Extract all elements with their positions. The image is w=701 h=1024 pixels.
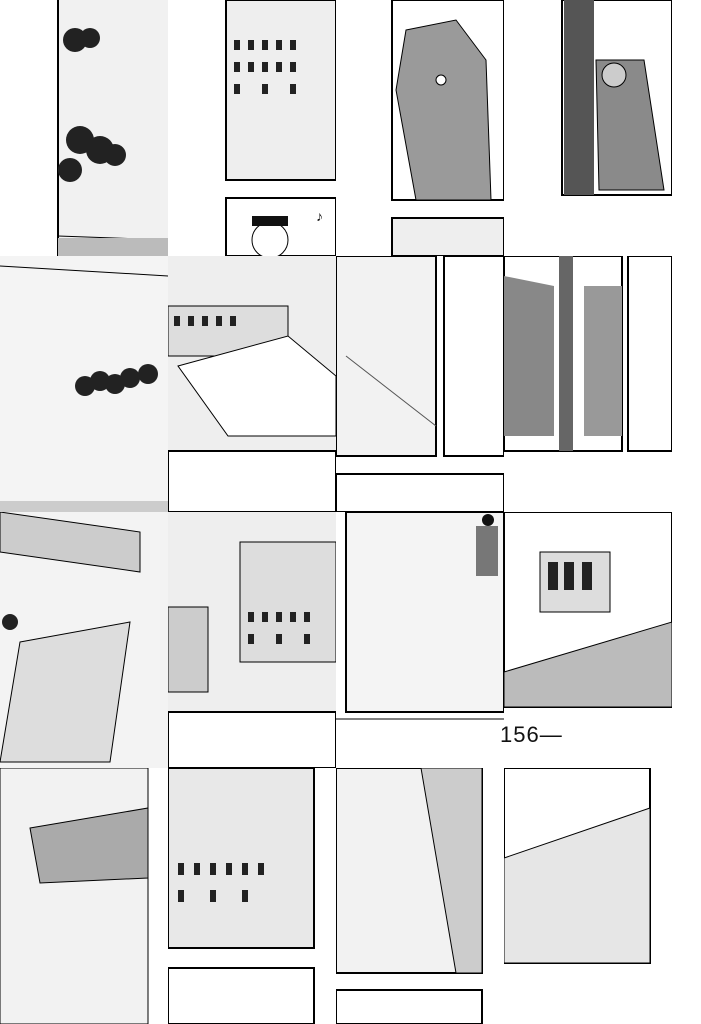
panel-tile-floor (336, 256, 504, 512)
panel-tile-window (504, 0, 672, 256)
panel-tile-building (168, 0, 336, 256)
panel-tile-building-2 (168, 768, 336, 1024)
panel-tile-trees-field (0, 256, 168, 512)
panel-tile-walking-man (336, 512, 504, 768)
panel-tile-buildings-aerial (168, 512, 336, 768)
page-number: 156— (500, 722, 563, 748)
panel-tile-wall-complex (0, 512, 168, 768)
panel-tile-rooftop (168, 256, 336, 512)
page-number-value: 156 (500, 722, 540, 747)
panel-tile-floor-2 (336, 768, 504, 1024)
page-number-dash: — (539, 722, 563, 747)
panel-tile-trees-yard (0, 0, 168, 256)
panel-tile-wall (504, 768, 672, 1024)
music-note-text: ♪ (316, 208, 323, 224)
panel-tile-inmate (336, 0, 504, 256)
panel-tile-warehouse (0, 768, 168, 1024)
panel-tile-inmates-window (504, 256, 672, 512)
